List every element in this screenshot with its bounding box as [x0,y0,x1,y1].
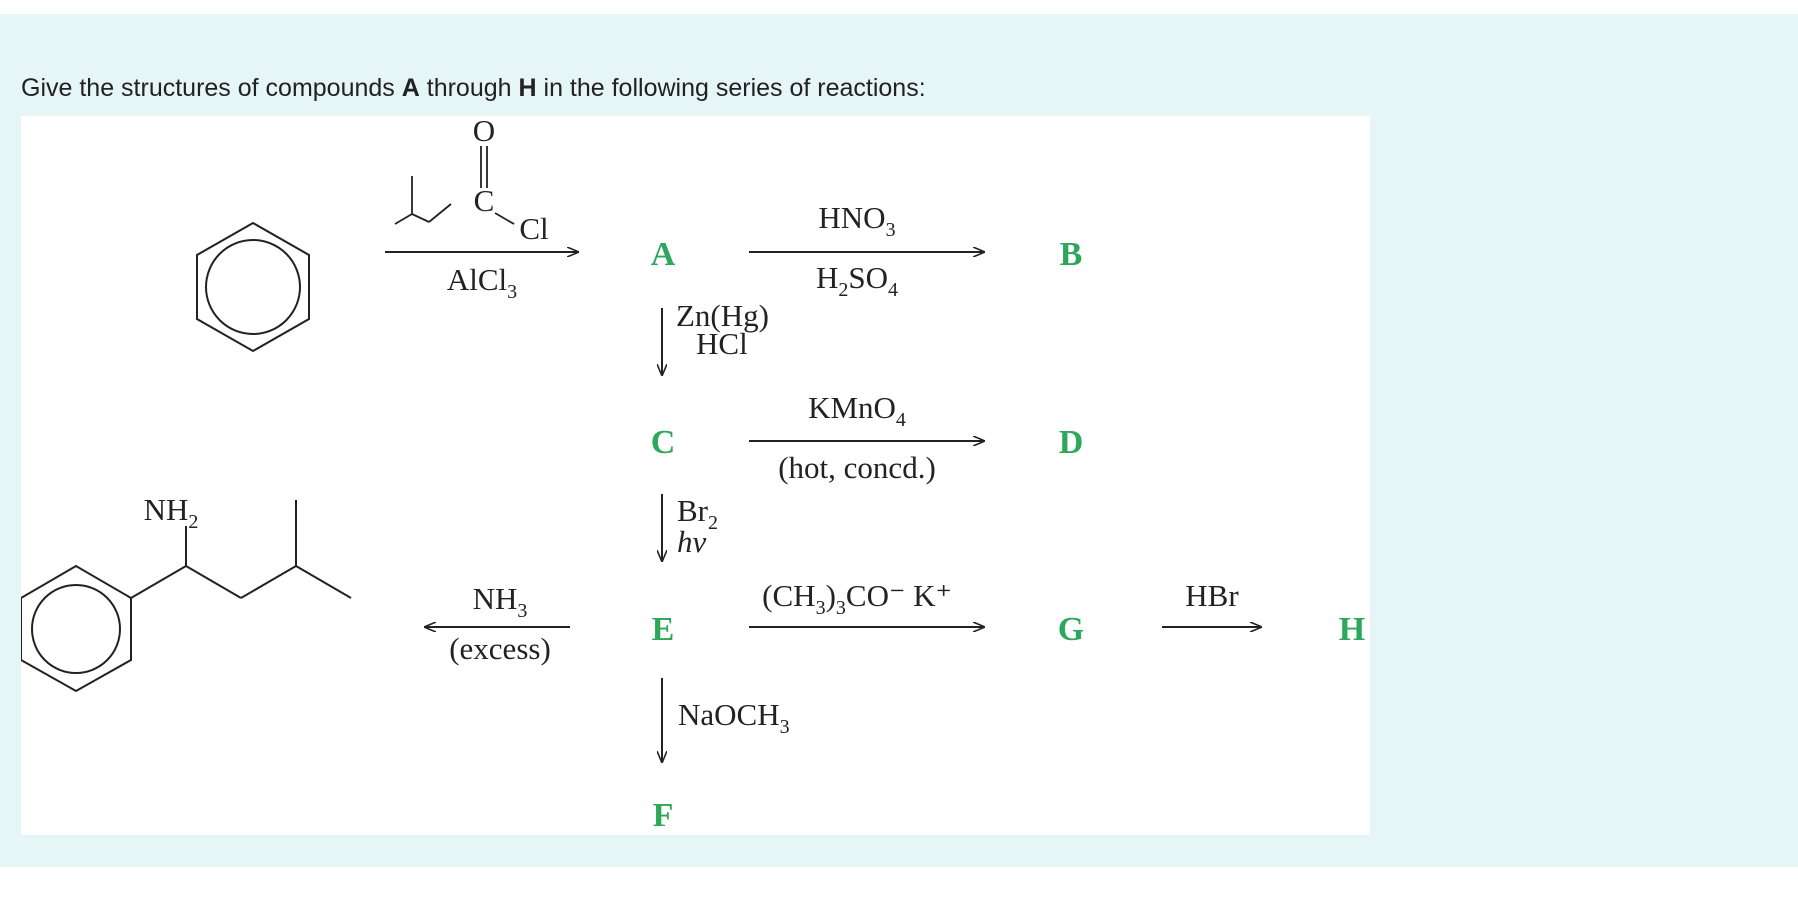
reagent-hot-concd: (hot, concd.) [778,450,936,485]
reagent-alcl3: AlCl3 [447,262,517,303]
compound-c-label: C [651,424,676,461]
acyl-oxygen-atom: O [473,116,495,148]
reaction-scheme-svg: O C Cl AlCl3 A HNO3 H2SO4 B Zn(Hg) HCl C… [21,116,1365,834]
reagent-excess: (excess) [449,631,551,666]
acyl-carbon-atom: C [474,183,495,218]
reagent-hcl: HCl [696,326,748,361]
reagent-nh3: NH3 [473,581,528,622]
question-suffix: in the following series of reactions: [536,74,926,102]
reagent-naoch3: NaOCH3 [678,697,790,738]
question-prefix: Give the structures of compounds [21,74,402,102]
reagent-h2so4: H2SO4 [816,260,898,301]
compound-d-label: D [1059,424,1084,461]
acyl-chlorine-atom: Cl [519,211,548,246]
compound-h-label: H [1339,611,1365,648]
reagent-hbr: HBr [1185,578,1239,613]
reagent-kmno4: KMnO4 [808,390,906,431]
compound-e-label: E [652,611,675,648]
question-text: Give the structures of compounds A throu… [21,74,926,103]
compound-g-label: G [1058,611,1084,648]
reagent-zn-hg: Zn(Hg) [676,298,769,333]
compound-f-label: F [653,797,674,834]
reaction-scheme-figure: O C Cl AlCl3 A HNO3 H2SO4 B Zn(Hg) HCl C… [21,116,1370,835]
question-first-compound: A [401,74,420,102]
question-last-compound: H [518,74,537,102]
product-nh2-label: NH2 [144,492,199,533]
reagent-hv: hv [677,524,707,559]
product-amine-structure-icon [21,500,352,693]
compound-b-label: B [1060,236,1083,273]
reagent-tert-butoxide: (CH3)3CO⁻ K⁺ [762,578,952,619]
reagent-br2: Br2 [677,493,718,534]
compound-a-label: A [651,236,676,273]
benzene-ring-icon [196,221,310,353]
reagent-hno3: HNO3 [818,200,895,241]
question-middle: through [419,74,519,102]
acyl-chloride-structure-icon [394,146,515,225]
